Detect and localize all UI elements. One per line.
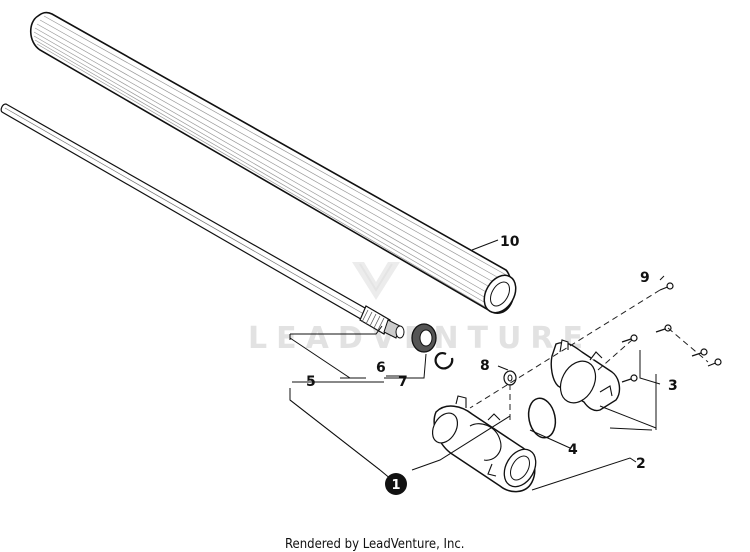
part-screws [621,282,722,383]
render-credit: Rendered by LeadVenture, Inc. [285,537,465,552]
part-upper-clamp [550,339,621,412]
callout-2: 2 [636,456,646,472]
callout-1-badge: 1 [385,473,407,495]
part-drive-shaft [0,103,405,339]
callout-1: 1 [391,478,400,493]
callout-5: 5 [306,374,316,390]
part-shaft-tube [29,11,517,314]
callout-7: 7 [398,374,408,390]
part-washer [411,323,437,353]
part-snap-ring [434,352,454,370]
part-o-ring [527,397,557,439]
callout-3: 3 [668,378,678,394]
callout-10: 10 [500,234,520,250]
callout-4: 4 [568,442,578,458]
callout-6: 6 [376,360,386,376]
callout-8: 8 [480,358,490,374]
assembly-dashed-lines [469,289,709,420]
part-small-washer [503,370,517,386]
callout-9: 9 [640,270,650,286]
leader-lines [289,239,665,491]
part-lower-housing [431,395,537,493]
